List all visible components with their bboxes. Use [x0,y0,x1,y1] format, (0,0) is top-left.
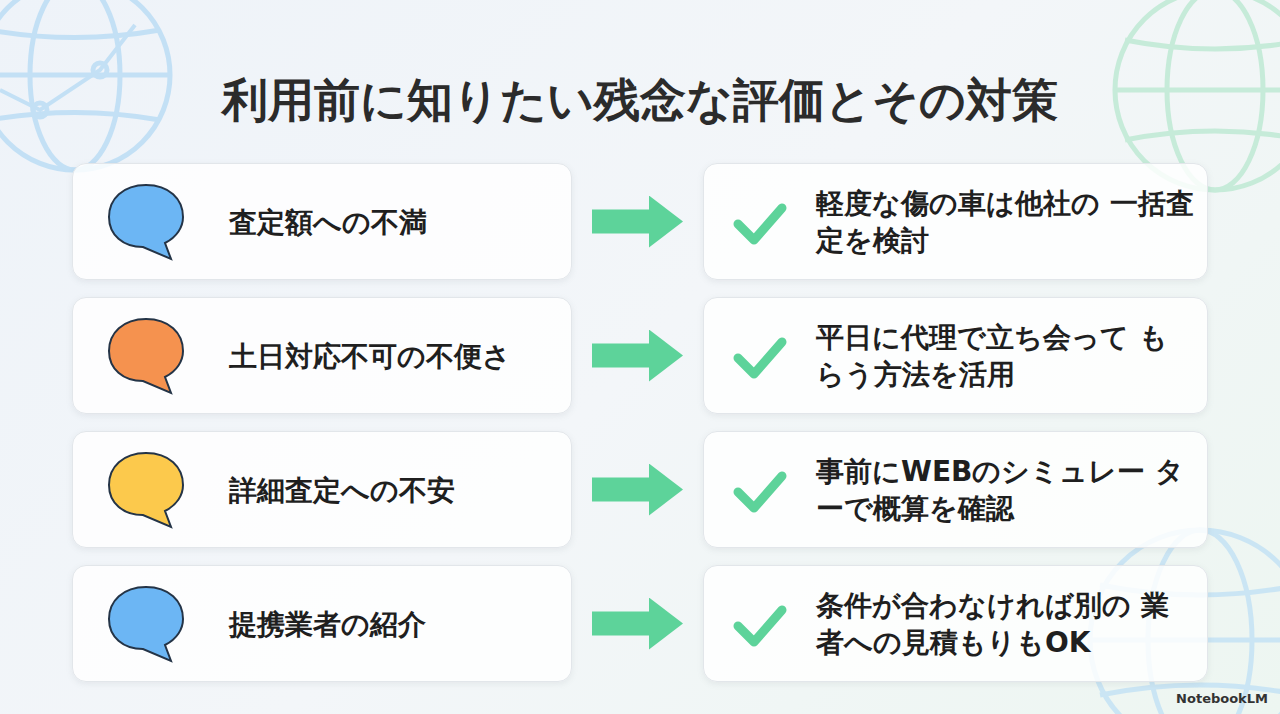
check-icon [730,328,790,388]
title: 利用前に知りたい残念な評価とその対策 [0,70,1280,132]
solution-box: 平日に代理で立ち会って もらう方法を活用 [703,297,1208,414]
check-mark [738,610,782,642]
watermark: NotebookLM [1176,691,1268,706]
issue-box: 提携業者の紹介 [72,565,572,682]
issue-box: 土日対応不可の不便さ [72,297,572,414]
solution-text: 条件が合わなければ別の 業者への見積もりもOK [816,588,1196,661]
solution-text: 事前にWEBのシミュレー ターで概算を確認 [816,454,1196,527]
speech-bubble [109,587,183,661]
arrow-connector [592,612,649,636]
globe-icon [0,0,170,170]
check-icon [730,462,790,522]
check-mark [738,342,782,374]
solution-box: 事前にWEBのシミュレー ターで概算を確認 [703,431,1208,548]
check-icon [730,194,790,254]
arrow-connector [592,210,649,234]
speech-bubble [109,319,183,393]
issue-box: 詳細査定への不安 [72,431,572,548]
issue-text: 詳細査定への不安 [229,472,455,510]
solution-text: 平日に代理で立ち会って もらう方法を活用 [816,320,1196,393]
solution-text: 軽度な傷の車は他社の 一括査定を検討 [816,186,1196,259]
speech-bubble [109,453,183,527]
arrow-connector [592,344,649,368]
speech-bubble-icon [101,177,191,267]
solution-box: 条件が合わなければ別の 業者への見積もりもOK [703,565,1208,682]
speech-bubble-icon [101,311,191,401]
watermark-text: NotebookLM [1176,691,1268,706]
issue-text: 査定額への不満 [229,204,427,242]
check-mark [738,476,782,508]
speech-bubble-icon [101,579,191,669]
globe-icon [1115,0,1280,190]
issue-text: 土日対応不可の不便さ [229,338,511,376]
check-mark [738,208,782,240]
issue-text: 提携業者の紹介 [229,606,426,644]
issue-box: 査定額への不満 [72,163,572,280]
speech-bubble [109,185,183,259]
speech-bubble-icon [101,445,191,535]
check-icon [730,596,790,656]
arrow-connector [592,478,649,502]
solution-box: 軽度な傷の車は他社の 一括査定を検討 [703,163,1208,280]
